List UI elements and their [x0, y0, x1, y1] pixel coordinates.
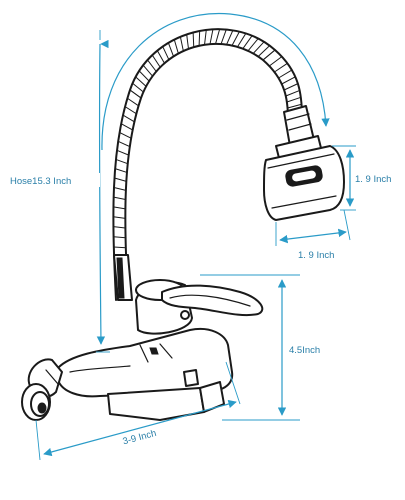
hose-rib	[257, 45, 271, 57]
hose-rib	[278, 69, 293, 79]
hose-rib	[179, 36, 184, 52]
hose-rib	[114, 168, 128, 173]
hose-rib	[132, 82, 144, 93]
hose-rib	[117, 140, 130, 148]
hose-rib	[113, 196, 126, 201]
body-height-label: 4.5Inch	[289, 345, 320, 356]
hose-rib	[237, 33, 247, 48]
hose-rib	[116, 149, 129, 156]
hose-rib	[283, 83, 299, 91]
hose-rib	[142, 64, 153, 77]
hose-rib	[167, 42, 175, 57]
hose-rib	[198, 30, 201, 46]
hose-rib	[135, 76, 147, 87]
hose-rib	[147, 59, 157, 72]
head-height-label: 1. 9 Inch	[355, 174, 391, 185]
head-width-dimension: 1. 9 Inch	[275, 209, 351, 261]
hose-rib	[231, 31, 240, 46]
hose-rib	[151, 54, 161, 68]
hose-length-label: Hose15.3 Inch	[10, 176, 71, 187]
hose-rib	[209, 29, 214, 45]
hose-rib	[287, 103, 302, 109]
hose-rib	[252, 41, 265, 54]
hose-rib	[262, 49, 276, 61]
hose-rib	[186, 34, 189, 49]
hose-rib	[119, 132, 132, 139]
hose-rib	[242, 35, 253, 49]
hose-rib	[247, 38, 259, 52]
hose-rib	[215, 29, 221, 44]
hose-rib	[274, 62, 288, 73]
hose-rib	[115, 158, 128, 165]
hose-rib	[204, 29, 207, 45]
hose-rib	[113, 187, 126, 191]
hose-rib	[192, 32, 195, 48]
hose-rib	[285, 89, 300, 97]
wall-mount	[21, 358, 63, 421]
head-height-dimension: 1. 9 Inch	[332, 145, 391, 211]
hose-rib	[113, 226, 126, 229]
hose-rib	[286, 96, 302, 103]
hose-rib	[156, 50, 165, 64]
head-width-label: 1. 9 Inch	[298, 250, 334, 261]
hose-rib	[120, 123, 133, 131]
faucet-body	[57, 279, 264, 421]
hose-rib	[226, 30, 234, 45]
hose-rib	[113, 206, 126, 210]
hose-rib	[129, 89, 142, 99]
hose-rib	[138, 70, 150, 82]
body-height-dimension: 4.5Inch	[200, 274, 335, 421]
hose-rib	[113, 236, 126, 239]
hose-dimension: Hose15.3 Inch	[8, 12, 330, 353]
hose-rib	[268, 56, 283, 67]
hose-rib	[220, 29, 227, 45]
base-length-label: 3-9 Inch	[122, 428, 158, 448]
spray-head	[263, 145, 345, 221]
hose-rib	[281, 76, 296, 85]
hose-rib	[113, 246, 126, 249]
hose-rib	[114, 177, 127, 182]
flexible-hose	[112, 28, 303, 301]
hose-rib	[124, 106, 137, 115]
hose-rib	[122, 114, 135, 123]
hose-rib	[127, 97, 139, 107]
hose-rib	[162, 46, 170, 60]
hose-rib	[113, 216, 126, 219]
hose-rib	[173, 39, 179, 54]
faucet-illustration	[21, 28, 345, 421]
